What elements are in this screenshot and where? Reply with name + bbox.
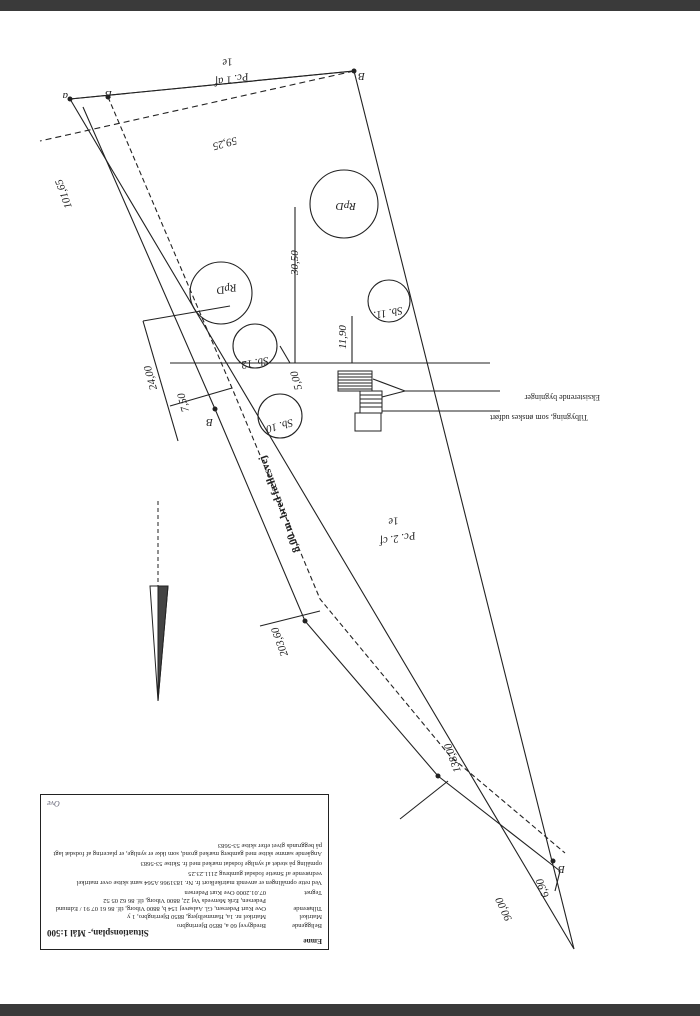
dim-small <box>279 345 291 364</box>
title-block: Emne Situationsplan,- Mål 1:500 Beliggen… <box>40 794 329 950</box>
row-key: Matrikel <box>299 913 322 921</box>
point-b2: B <box>358 70 365 82</box>
tree-sb11 <box>367 279 411 323</box>
label-pc-2cf-num: 1e <box>387 514 399 528</box>
dim-5-00: 5,00 <box>288 369 305 391</box>
road-edge-inner <box>107 96 566 854</box>
tick-1 <box>169 387 233 407</box>
tree-sb10 <box>257 393 303 439</box>
title-block-note: Ved rette opmålingen er anvendt matrikel… <box>76 870 322 886</box>
dim-59-25: 59,25 <box>211 134 238 152</box>
legend-existing: Eksisterende bygninger <box>524 393 600 402</box>
viewer-bottom-bar <box>0 1004 700 1016</box>
existing-buildings <box>337 370 383 414</box>
title-block-note: Angående samme skitse med gamberg marked… <box>53 841 323 857</box>
title-block-emne: Emne <box>303 937 322 946</box>
label-rpd-left: RpD <box>216 281 239 297</box>
north-arrow <box>149 501 169 702</box>
tree-rpd-left <box>189 261 253 325</box>
row-value: Bredgyvej 60 a, 8850 Bjerringbro <box>176 921 266 929</box>
title-block-row: Beliggende Bredgyvej 60 a, 8850 Bjerring… <box>47 920 322 929</box>
viewer-top-bar <box>0 0 700 11</box>
dim-30-50: 30,50 <box>289 250 301 276</box>
point-b3: B <box>206 416 213 428</box>
top-boundary <box>69 70 355 100</box>
title-block-row: Tegnet 07.01.2000 Ove Kurt Pedersen <box>47 888 323 896</box>
dim-left-top <box>142 305 231 322</box>
tree-sb12 <box>232 323 278 369</box>
leader-existing-1 <box>372 378 406 392</box>
point-b4: B <box>558 863 565 875</box>
dim-6-90: 6,90 <box>534 876 552 899</box>
dim-90-00: 90,00 <box>493 895 515 923</box>
dim-11-90: 11,90 <box>337 325 349 349</box>
row-key: Beliggende <box>291 921 322 929</box>
point-b1: B <box>105 88 112 100</box>
tick-3 <box>399 780 449 820</box>
label-pc-1af-num: 1e <box>221 55 233 69</box>
road-edge-outer <box>82 106 561 872</box>
dim-101-65: 101,65 <box>53 177 75 210</box>
dashed-diagonal <box>39 70 355 142</box>
row-key: Tilhørende <box>293 905 322 913</box>
label-road: 8,00 m. bred fællesvej <box>257 454 303 554</box>
dim-left <box>142 320 179 442</box>
point-a: a <box>62 90 68 102</box>
legend-new: Tilbygning, som ønskes udført <box>489 413 588 422</box>
label-sb12: Sb. 12. <box>238 354 270 371</box>
title-block-row: Tilhørende Ove Kurt Pedersen, Gl. Aalsøv… <box>47 896 322 912</box>
tick-2 <box>259 610 321 627</box>
leader-existing-2 <box>381 390 406 398</box>
row-value: Ove Kurt Pedersen, Gl. Aalsøvej 154 b, 8… <box>55 896 266 913</box>
signature: Ove <box>47 799 60 809</box>
site-plan-drawing: Pc. 1 af 1e Pc. 2. cf 1e RpD RpD Sb. 11.… <box>39 55 600 950</box>
new-extension <box>354 412 382 432</box>
label-sb11: Sb. 11. <box>372 304 403 321</box>
title-block-note: opmåling på stedet af synlige fodsdat ma… <box>140 860 322 868</box>
tree-rpd-top <box>309 169 379 239</box>
label-sb10: Sb. 10 <box>264 416 294 435</box>
dim-203-60: 203,60 <box>269 625 291 658</box>
label-pc-2cf: Pc. 2. cf <box>377 529 417 548</box>
label-rpd-top: RpD <box>336 200 357 212</box>
dim-7-50: 7,50 <box>175 391 192 413</box>
tick-4 <box>554 870 561 892</box>
row-key: Tegnet <box>304 888 322 896</box>
title-block-title: Situationsplan,- Mål 1:500 <box>47 927 149 938</box>
row-value: 07.01.2000 Ove Kurt Pedersen <box>184 888 267 896</box>
document-sheet: Pc. 1 af 1e Pc. 2. cf 1e RpD RpD Sb. 11.… <box>0 11 700 1004</box>
label-pc-1af: Pc. 1 af <box>212 70 250 88</box>
row-value: Matrikel nr. 1a, Hammelbjerg, 8850 Bjerr… <box>127 913 266 921</box>
title-block-row: Matrikel Matrikel nr. 1a, Hammelbjerg, 8… <box>47 912 322 920</box>
